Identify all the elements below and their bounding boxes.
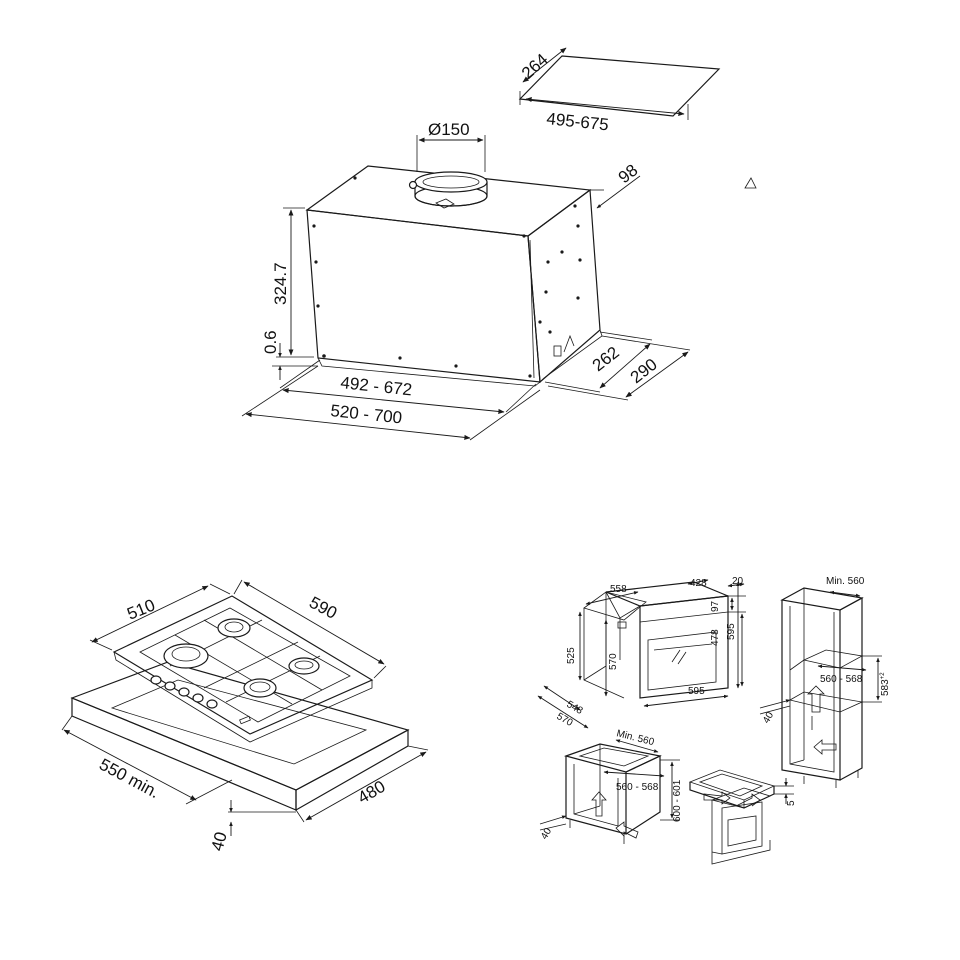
hob-knobs <box>150 675 218 709</box>
hood-inner-width: 492 - 672 <box>340 373 413 399</box>
oven-side-height: 525 <box>566 647 577 664</box>
under-worktop-gap: 5 <box>786 800 797 806</box>
hob-width: 590 <box>306 593 340 623</box>
hob-drawing: 510 590 550 min. 480 40 <box>61 579 429 853</box>
hob-cutout-depth: 480 <box>355 777 389 808</box>
hood-depth-inner: 262 <box>589 343 623 375</box>
hood-drawing: Ø150 324.7 0.6 492 - 672 520 - 700 262 2… <box>241 47 757 441</box>
base-cabinet-vent-gap: 40 <box>539 826 554 842</box>
base-cabinet-niche-width: 560 - 568 <box>616 782 659 793</box>
oven-panel-height: 97 <box>710 600 721 612</box>
hood-cutout-depth: 264 <box>518 50 552 83</box>
oven-total-height: 595 <box>726 623 737 640</box>
hob-depth: 510 <box>124 595 157 623</box>
hob-burners <box>163 618 320 698</box>
oven-top-depth: 428 <box>690 578 707 589</box>
oven-inner-height: 570 <box>608 653 619 670</box>
oven-depth-b: 570 <box>555 711 575 729</box>
hob-worktop-thickness: 40 <box>208 830 231 853</box>
hood-front-face <box>306 209 541 383</box>
hood-height: 324.7 <box>271 262 290 305</box>
hood-outer-width: 520 - 700 <box>330 401 403 427</box>
oven-width: 558 <box>610 584 627 595</box>
oven-drawing: 558 428 20 97 478 595 525 570 548 570 59… <box>537 576 746 729</box>
hood-cutout-plate <box>518 47 721 120</box>
tall-cabinet-niche-width: 560 - 568 <box>820 674 863 685</box>
tall-cabinet-niche-height: 583+2 <box>880 672 891 696</box>
tall-cabinet-min-width: Min. 560 <box>826 576 865 587</box>
base-cabinet-drawing: Min. 560 560 - 568 600 - 601 40 <box>539 728 683 844</box>
hood-duct-diameter: Ø150 <box>428 120 470 139</box>
oven-body-height: 478 <box>710 629 721 646</box>
duct-collar <box>408 171 488 209</box>
hood-side-face <box>527 188 601 384</box>
tall-cabinet-drawing: Min. 560 560 - 568 583+2 40 <box>759 576 891 788</box>
hood-bottom-offset: 0.6 <box>261 330 280 354</box>
oven-front-thickness: 20 <box>732 576 744 587</box>
hood-cutout-width: 495-675 <box>546 109 610 134</box>
oven-front-width: 595 <box>688 686 705 697</box>
hob-cutout-width: 550 min. <box>96 755 162 802</box>
base-cabinet-niche-height: 600 - 601 <box>672 779 683 822</box>
oven-front <box>639 595 729 699</box>
tall-cabinet-vent-gap: 40 <box>761 710 776 726</box>
under-worktop-drawing: 5 <box>688 769 797 865</box>
hood-back-offset: 98 <box>615 161 642 188</box>
